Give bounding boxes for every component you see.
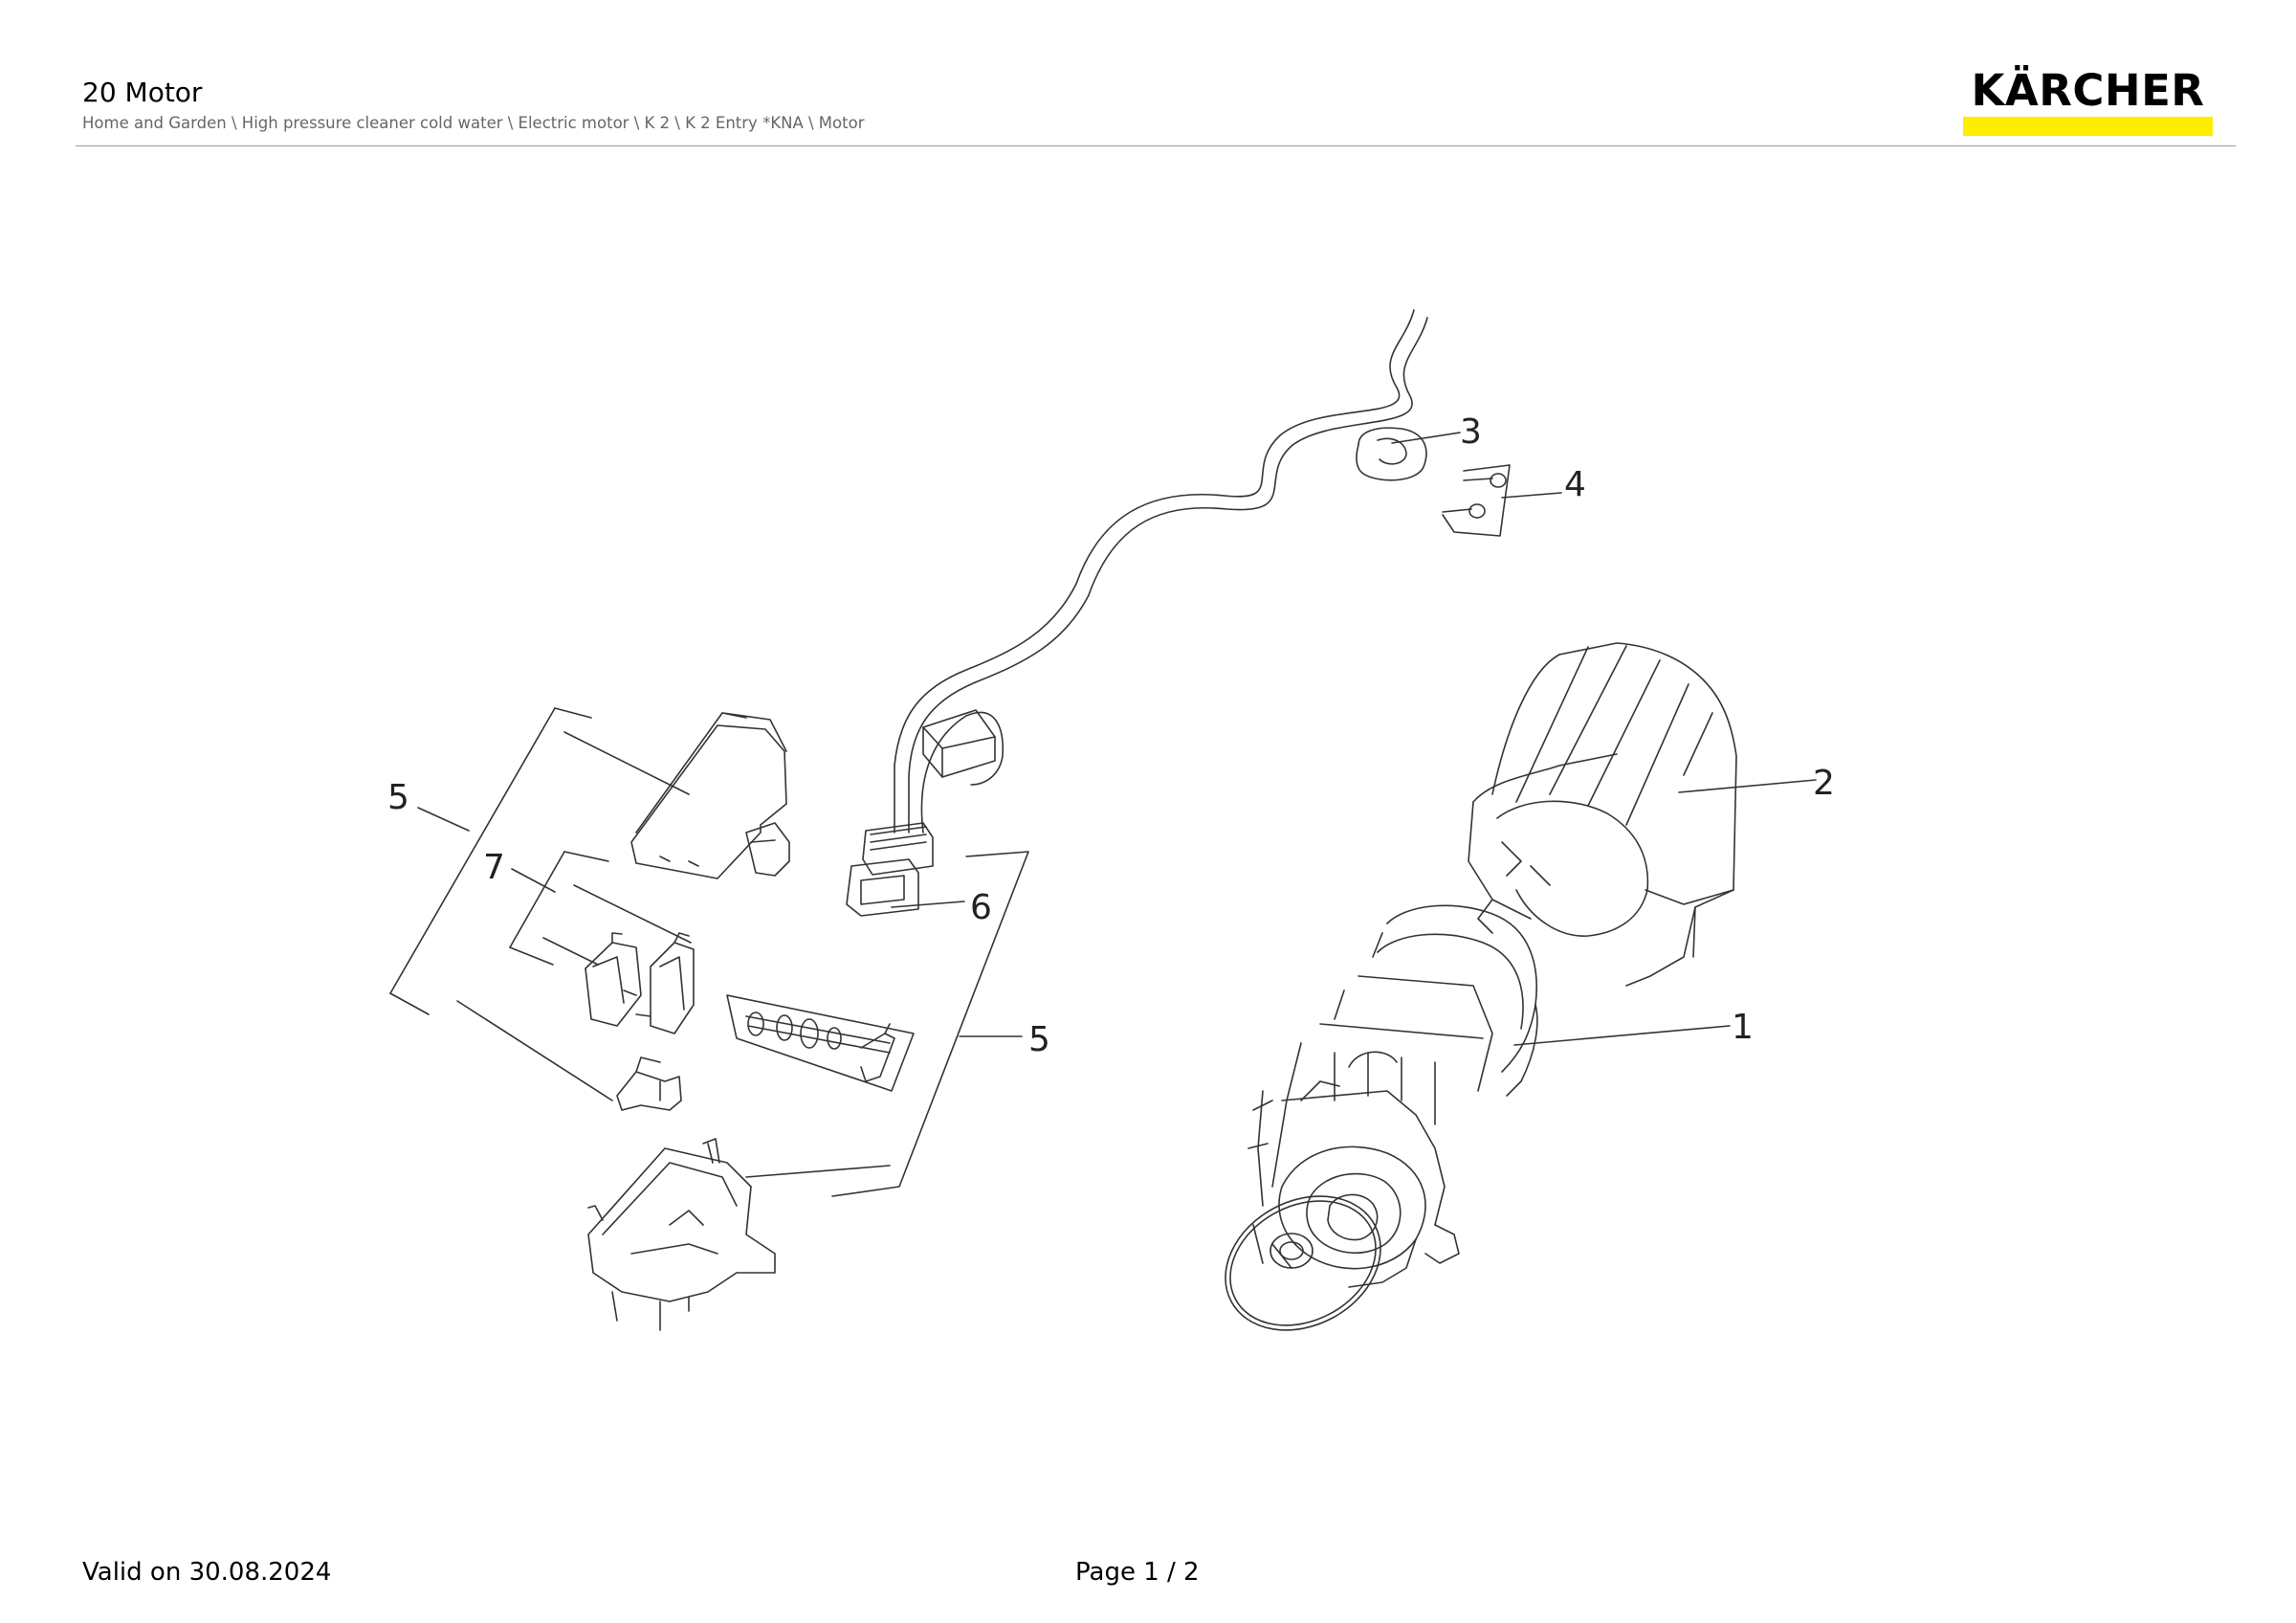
part-label-3: 3 (1460, 412, 1482, 452)
suppressor-capacitor (922, 709, 996, 778)
motor-cover-part-2 (1468, 642, 1737, 987)
o-ring (1225, 1195, 1381, 1331)
bearing (1269, 1233, 1314, 1269)
breadcrumb: Home and Garden \ High pressure cleaner … (82, 114, 865, 132)
part-label-4: 4 (1564, 465, 1586, 504)
switch-housing-cover (630, 712, 790, 879)
switch-bracket (616, 1056, 682, 1111)
cable-clamp-part-6 (846, 822, 934, 917)
part-label-1: 1 (1732, 1008, 1754, 1047)
leader-lines (417, 432, 1817, 1046)
group-bracket-left (389, 707, 692, 1101)
group-bracket-right (726, 851, 1029, 1197)
motor-assembly-part-1 (1247, 904, 1538, 1288)
part-label-6: 6 (970, 888, 992, 927)
part-label-5-right: 5 (1028, 1020, 1050, 1059)
micro-switches-part-7 (585, 932, 695, 1034)
page-title: 20 Motor (82, 77, 203, 108)
brand-logo-bar (1963, 117, 2213, 136)
switch-housing-base (587, 1138, 776, 1331)
part-label-5-left: 5 (387, 778, 409, 817)
page-number: Page 1 / 2 (1075, 1558, 1200, 1587)
valid-date: Valid on 30.08.2024 (82, 1558, 332, 1587)
part-label-7: 7 (483, 848, 505, 887)
power-cable (894, 309, 1428, 834)
switch-shaft (745, 1012, 895, 1082)
cable-lugs-part-4 (1442, 464, 1511, 537)
part-label-2: 2 (1813, 764, 1835, 803)
brand-logo-text: KÄRCHER (1971, 65, 2205, 116)
brand-logo: KÄRCHER (1961, 67, 2215, 136)
cable-grommet-part-3 (1356, 427, 1427, 481)
header-divider (76, 145, 2236, 146)
